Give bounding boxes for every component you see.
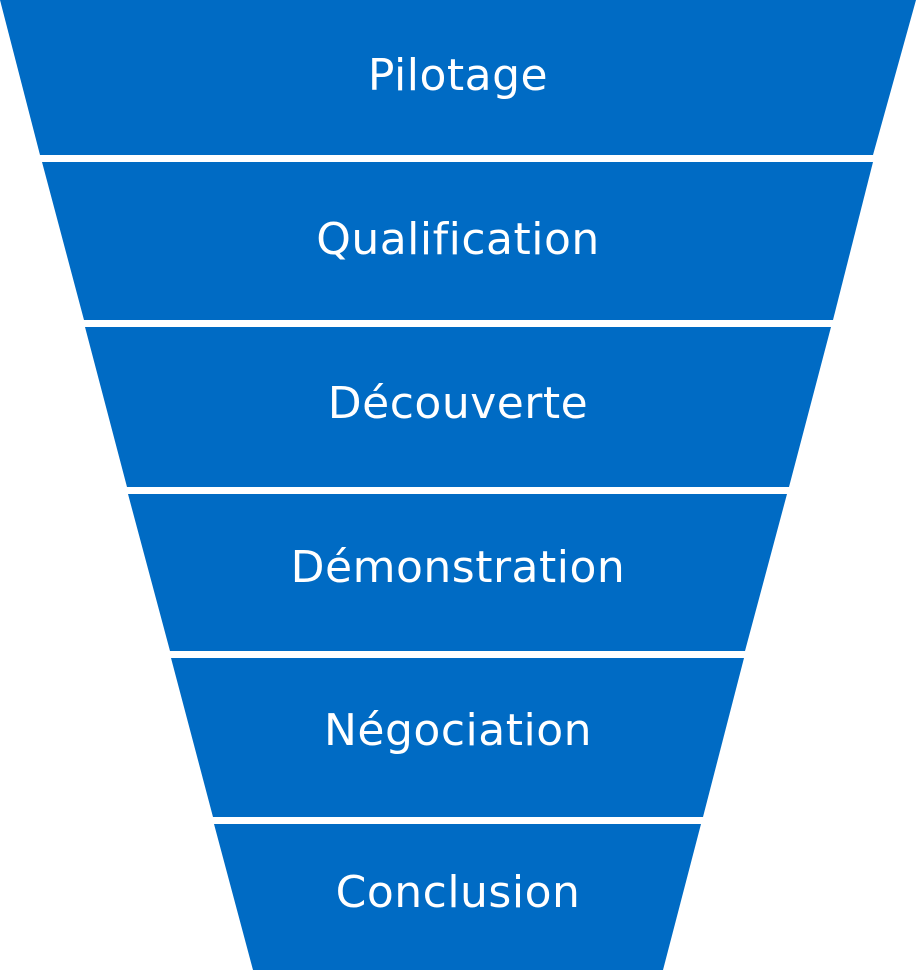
stage-band-pilotage [0,0,916,155]
stage-label-demonstration: Démonstration [290,542,626,593]
stage-band-demonstration [128,494,787,651]
stage-label-conclusion: Conclusion [335,867,581,918]
stage-band-conclusion [214,824,701,970]
stage-label-decouverte: Découverte [327,378,589,429]
stage-label-qualification: Qualification [316,214,600,265]
stage-label-negociation: Négociation [324,705,592,756]
stage-band-negociation [171,658,744,817]
stage-band-qualification [42,162,873,320]
stage-band-decouverte [85,327,831,487]
stage-label-pilotage: Pilotage [367,50,549,101]
